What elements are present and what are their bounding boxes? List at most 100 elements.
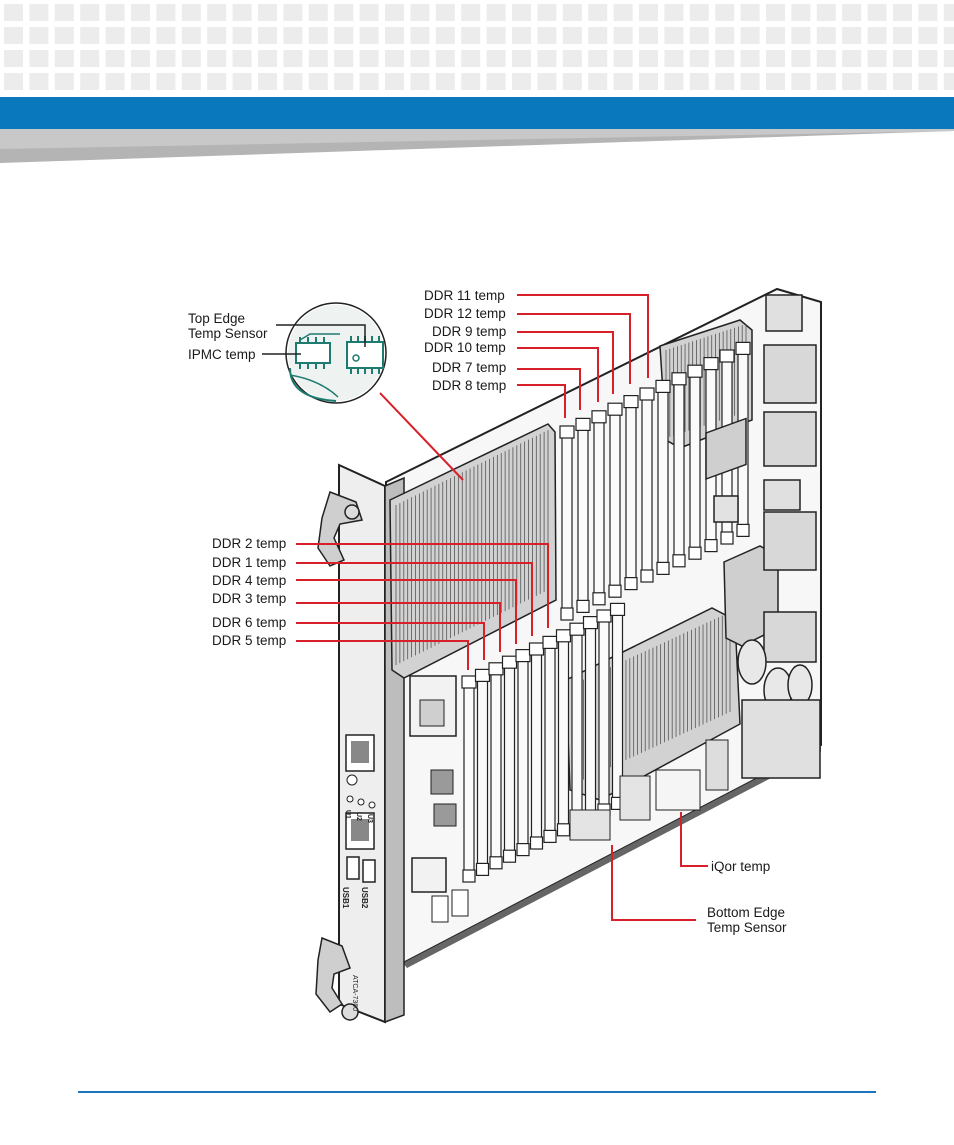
header-tile xyxy=(512,4,531,21)
header-tile xyxy=(715,4,735,21)
header-tile xyxy=(867,4,887,21)
dimm-slots-lower xyxy=(461,602,626,883)
faceplate xyxy=(315,463,405,1024)
header-tile xyxy=(918,4,938,21)
faceplate-usb-1 xyxy=(346,856,360,880)
header-tile xyxy=(410,4,430,21)
header-tile xyxy=(131,27,150,44)
header-tile xyxy=(537,50,557,67)
header-tile xyxy=(181,73,201,90)
bottom-edge-sensor-leader xyxy=(611,845,696,921)
header-grey-wedge xyxy=(0,129,954,163)
header-tile xyxy=(131,73,150,90)
header-tile xyxy=(105,50,125,67)
dimm-slot-lower-6 xyxy=(530,643,543,845)
header-tile xyxy=(664,73,684,90)
dimm-slot-lower-10 xyxy=(584,616,597,819)
header-tile xyxy=(816,27,836,44)
dimm-slot-lower-5 xyxy=(517,649,529,852)
header-tile xyxy=(918,27,938,44)
ddr7-leader xyxy=(517,368,581,410)
label-ddr6-temp: DDR 6 temp xyxy=(212,615,287,630)
header-tile xyxy=(181,4,201,21)
header-tile xyxy=(512,50,531,67)
header-tile xyxy=(689,50,709,67)
header-tile xyxy=(461,73,481,90)
header-tile xyxy=(766,4,785,21)
header-tile xyxy=(893,4,912,21)
header-tile xyxy=(816,73,836,90)
header-tile xyxy=(842,4,862,21)
dimm-slot-lower-3 xyxy=(490,662,502,865)
header-tile xyxy=(740,50,760,67)
header-tile xyxy=(689,4,709,21)
header-tile xyxy=(639,4,658,21)
label-top-edge-sensor-line2: Temp Sensor xyxy=(188,326,268,341)
dimm-slot-upper-7 xyxy=(657,380,669,571)
label-ddr3-temp: DDR 3 temp xyxy=(212,591,287,606)
header-tile xyxy=(131,50,150,67)
header-tile xyxy=(334,73,354,90)
header-tile xyxy=(766,27,785,44)
dimm-slot-upper-8 xyxy=(673,372,685,563)
dimm-slot-upper-6 xyxy=(641,388,653,578)
header-tile xyxy=(486,50,506,67)
header-tile xyxy=(334,27,354,44)
header-tile xyxy=(613,27,633,44)
header-tile-pattern xyxy=(4,4,954,90)
header-blue-bar xyxy=(0,97,954,129)
dimm-slot-lower-4 xyxy=(503,656,516,859)
header-tile xyxy=(283,50,303,67)
dimm-slot-lower-12 xyxy=(611,603,624,806)
dimm-slot-lower-1 xyxy=(463,676,475,878)
faceplate-usb-2 xyxy=(362,859,376,883)
ddr2-leader xyxy=(296,543,549,628)
dimm-slot-upper-9 xyxy=(689,365,701,556)
header-tile xyxy=(156,4,176,21)
header-tile xyxy=(80,4,100,21)
header-tile xyxy=(816,4,836,21)
dimm-slot-upper-3 xyxy=(593,410,605,601)
header-tile xyxy=(613,73,633,90)
header-tile xyxy=(308,27,328,44)
header-tile xyxy=(29,73,49,90)
ddr4-leader xyxy=(296,579,517,644)
header-tile xyxy=(689,27,709,44)
header-tile xyxy=(4,4,23,21)
header-tile xyxy=(181,50,201,67)
header-tile xyxy=(283,73,303,90)
header-tile xyxy=(334,4,354,21)
label-ddr7-temp: DDR 7 temp xyxy=(432,360,507,375)
header-tile xyxy=(562,27,582,44)
dimm-slot-upper-5 xyxy=(625,395,637,586)
header-tile xyxy=(664,50,684,67)
bottom-ejector-handle xyxy=(315,936,351,1014)
header-tile xyxy=(435,50,455,67)
header-tile xyxy=(258,27,277,44)
header-tile xyxy=(385,50,404,67)
header-tile xyxy=(943,50,954,67)
label-ddr4-temp: DDR 4 temp xyxy=(212,573,287,588)
header-tile xyxy=(156,27,176,44)
header-tile xyxy=(791,27,811,44)
inset-leader-line xyxy=(379,392,464,481)
ddr-leader-lines xyxy=(296,294,649,670)
faceplate-u3-label: U3 xyxy=(366,814,373,823)
label-ddr10-temp: DDR 10 temp xyxy=(424,340,506,355)
header-tile xyxy=(435,73,455,90)
header-tile xyxy=(359,27,379,44)
header-tile xyxy=(385,73,404,90)
header-tile xyxy=(766,73,785,90)
header-tile xyxy=(29,27,49,44)
header-tile xyxy=(562,4,582,21)
header-tile xyxy=(258,4,277,21)
header-tile xyxy=(410,73,430,90)
header-tile xyxy=(385,27,404,44)
header-tile xyxy=(588,4,608,21)
ddr8-leader xyxy=(517,384,566,418)
label-ddr8-temp: DDR 8 temp xyxy=(432,378,507,393)
label-ddr11-temp: DDR 11 temp xyxy=(424,288,505,303)
header-tile xyxy=(613,50,633,67)
header-tile xyxy=(80,27,100,44)
header-tile xyxy=(232,73,252,90)
